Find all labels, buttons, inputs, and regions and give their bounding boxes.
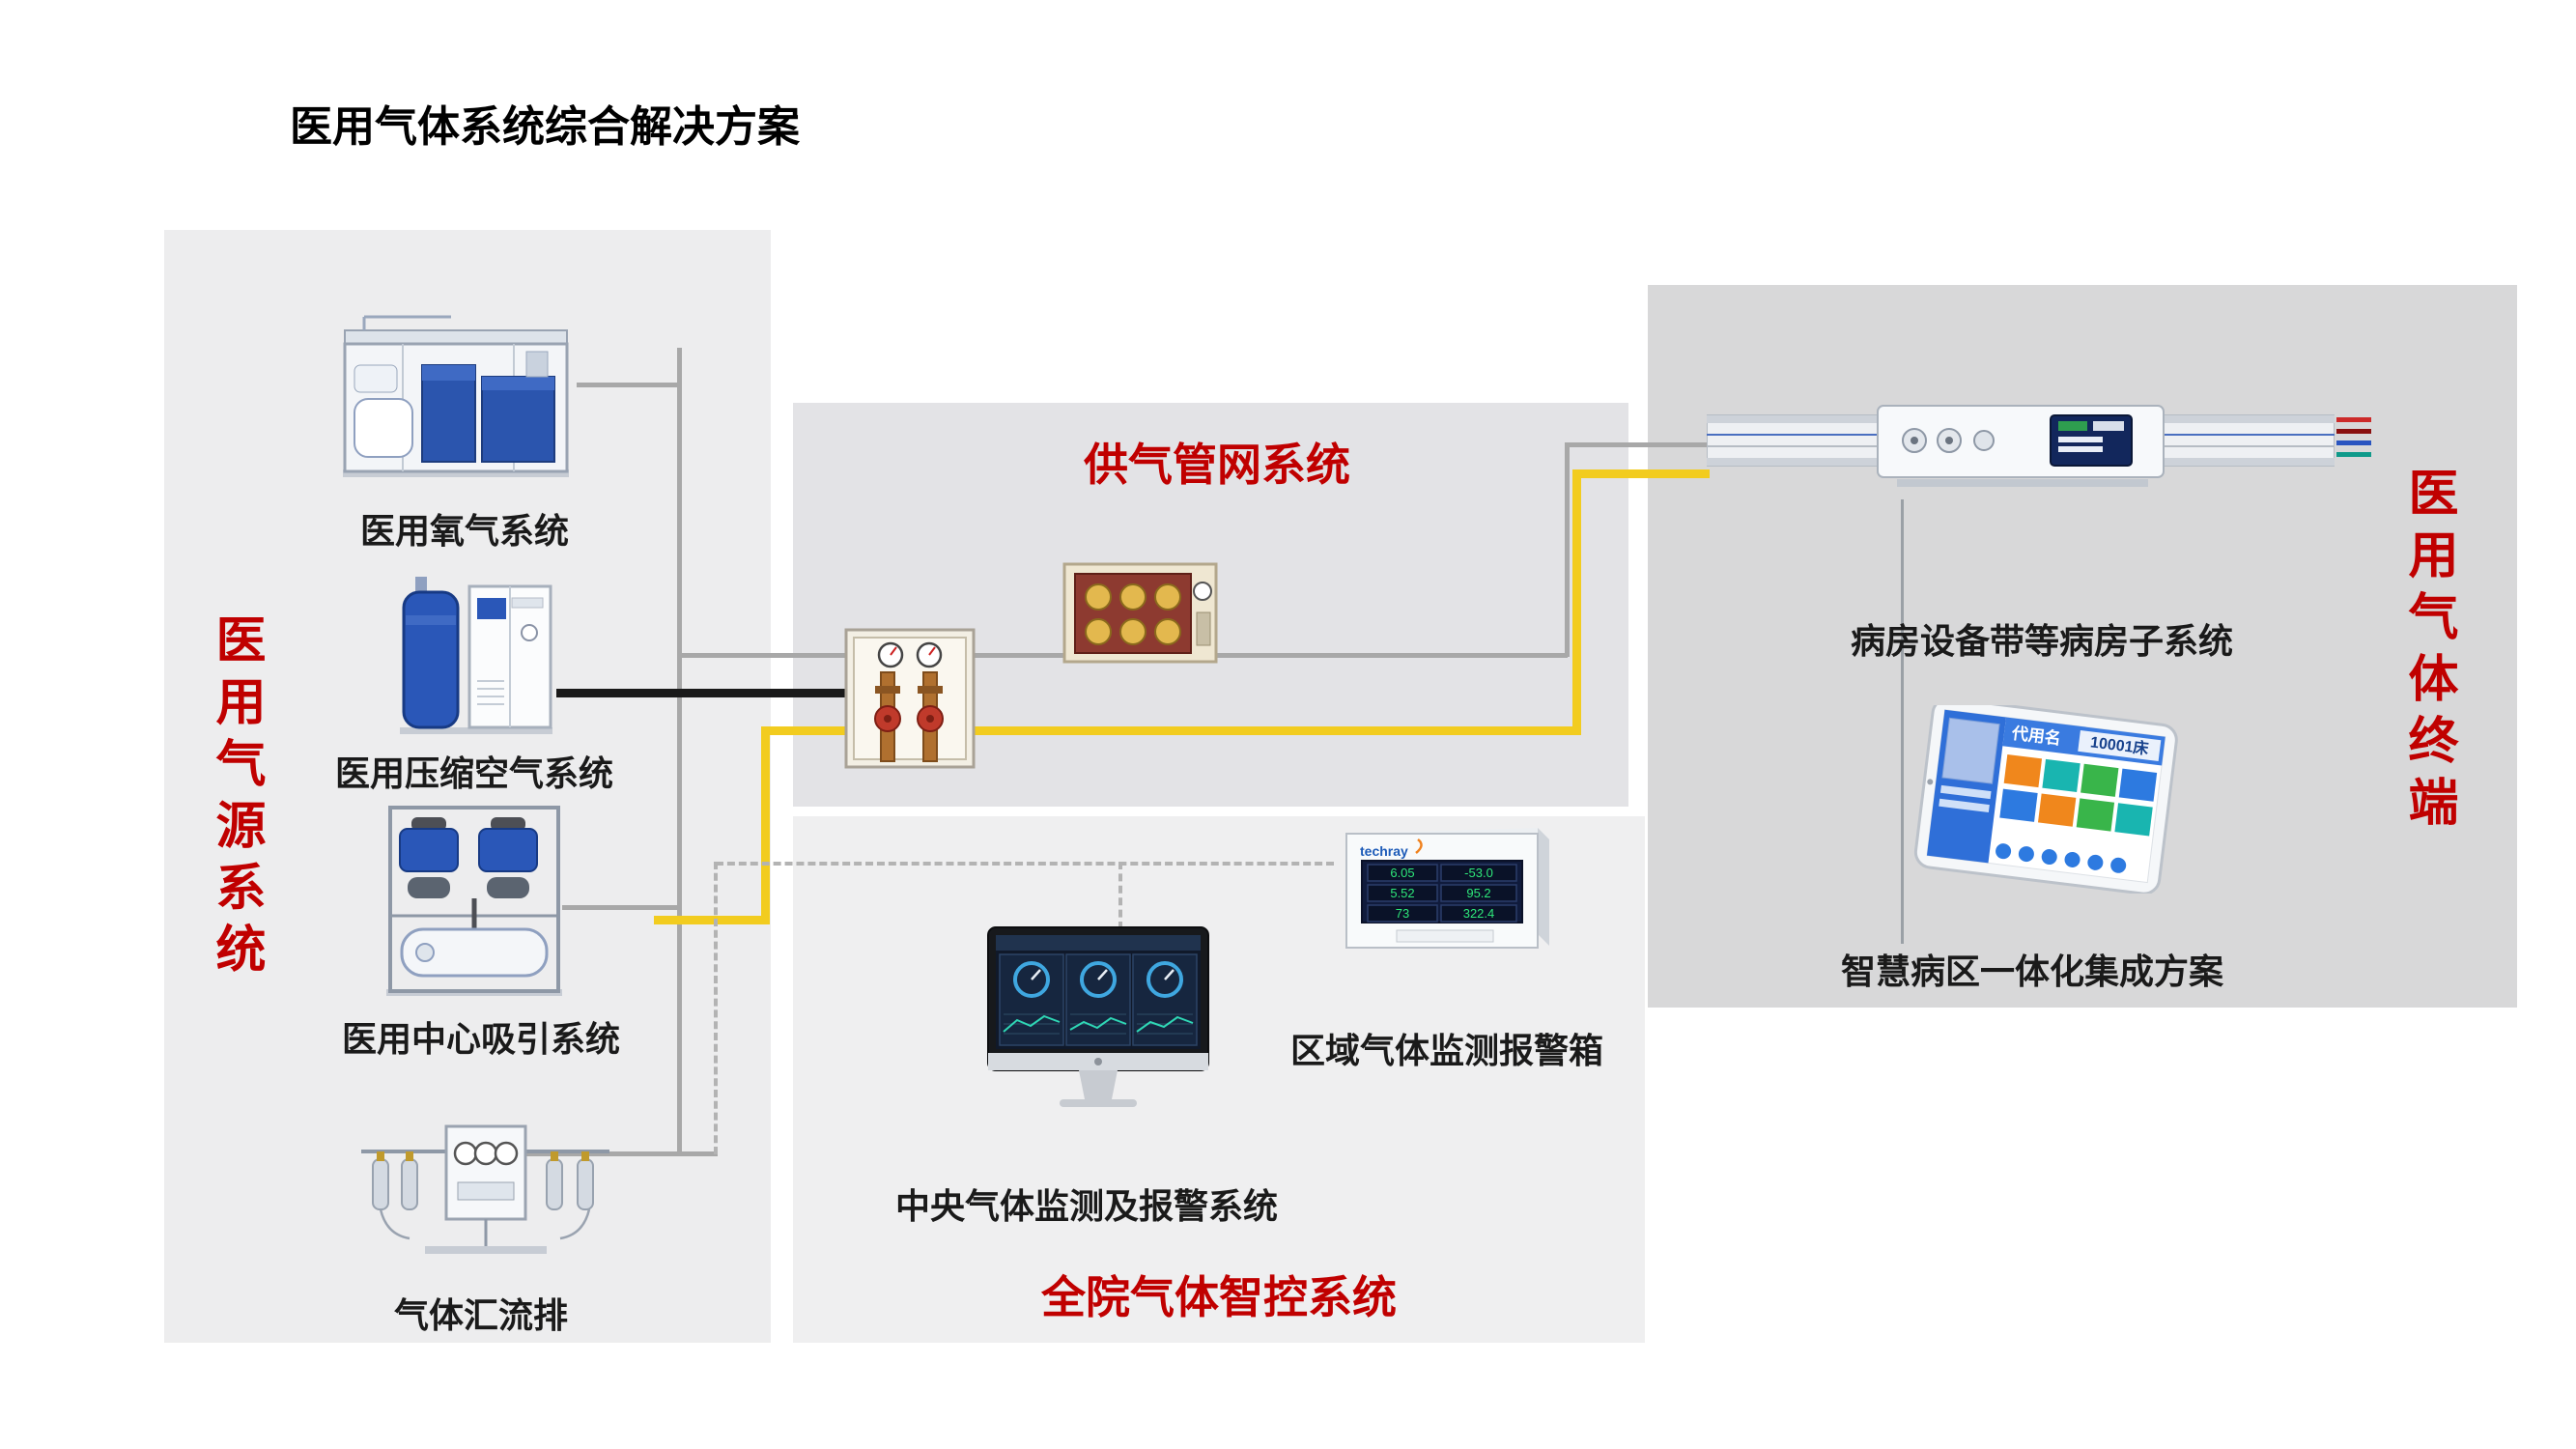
page-title: 医用气体系统综合解决方案 <box>290 103 800 151</box>
gas-manifold-image <box>357 1101 613 1265</box>
bed-head-unit-label: 病房设备带等病房子系统 <box>1850 621 2233 661</box>
signal-line-horizontal <box>716 862 1334 866</box>
pipe-manifold-branch <box>520 1151 718 1156</box>
oxygen-system-label: 医用氧气系统 <box>359 511 569 551</box>
central-suction-system-image <box>382 800 566 998</box>
pipe-main-riser <box>677 348 682 1154</box>
pipe-yellow-to-bed-unit <box>1572 469 1710 478</box>
valve-box-copper-image <box>842 626 977 771</box>
gas-stub-maroon <box>2336 429 2371 434</box>
gas-stub-red <box>2336 417 2371 422</box>
bed-head-unit-image <box>1706 386 2335 502</box>
ward-tablet-label: 智慧病区一体化集成方案 <box>1840 952 2223 991</box>
pipe-gray-to-bed-unit <box>1565 442 1710 447</box>
pipeline-network-title: 供气管网系统 <box>1084 440 1350 490</box>
central-monitor-label: 中央气体监测及报警系统 <box>894 1186 1278 1226</box>
pipe-compressed-air-black <box>556 689 856 697</box>
valve-box-brass-image <box>1062 558 1219 668</box>
signal-line-to-monitor <box>1118 862 1122 929</box>
pipe-yellow-riser-right <box>1572 469 1581 735</box>
ward-tablet-image: 代用名 10001床 <box>1908 696 2183 895</box>
pipe-yellow-main-horizontal <box>761 726 1572 735</box>
pipe-yellow-suction-branch <box>654 916 770 924</box>
area-alarm-box-image: techray 6.05 -53.0 5.52 95.2 73 322.4 <box>1333 818 1557 971</box>
gas-stub-blue <box>2336 440 2371 445</box>
pipe-yellow-riser-left <box>761 726 770 924</box>
smart-control-title: 全院气体智控系统 <box>1041 1272 1397 1322</box>
alarm-reading-1: 6.05 <box>1390 866 1414 880</box>
alarm-reading-3: 5.52 <box>1390 886 1414 900</box>
compressed-air-system-label: 医用压缩空气系统 <box>334 753 613 793</box>
alarm-reading-4: 95.2 <box>1466 886 1490 900</box>
alarm-reading-6: 322.4 <box>1463 906 1495 921</box>
gas-terminal-vertical-title: 医用气体终端 <box>2400 467 2456 838</box>
alarm-reading-2: -53.0 <box>1464 866 1493 880</box>
alarm-reading-5: 73 <box>1396 906 1409 921</box>
signal-line-left-riser <box>714 862 718 1154</box>
pipe-gray-riser-right <box>1565 442 1570 657</box>
area-alarm-box-label: 区域气体监测报警箱 <box>1289 1031 1603 1070</box>
gas-stub-teal <box>2336 452 2371 457</box>
pipe-suction-branch <box>562 905 681 910</box>
bed-unit-cable <box>1901 499 1904 944</box>
gas-manifold-label: 气体汇流排 <box>393 1295 568 1335</box>
gas-source-vertical-title: 医用气源系统 <box>208 613 264 984</box>
oxygen-system-image <box>335 307 577 491</box>
compressed-air-system-image <box>394 565 558 739</box>
pipe-oxygen-branch <box>577 383 681 387</box>
alarm-brand-text: techray <box>1360 843 1408 859</box>
central-monitor-image <box>986 925 1210 1114</box>
central-suction-system-label: 医用中心吸引系统 <box>341 1019 620 1059</box>
